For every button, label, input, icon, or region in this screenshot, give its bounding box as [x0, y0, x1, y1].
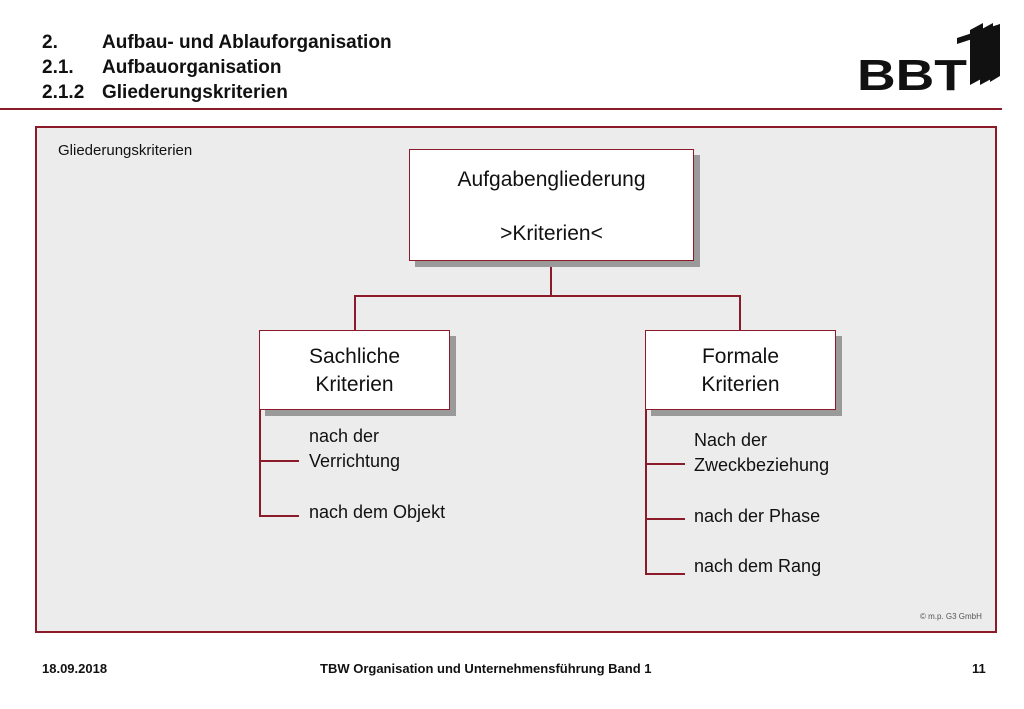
- left-criterion-2: nach dem Objekt: [309, 502, 446, 522]
- right-node-line1: Formale: [701, 345, 780, 368]
- formale-kriterien-box: Formale Kriterien: [645, 330, 836, 410]
- left-bracket-vertical: [259, 410, 261, 517]
- right-node-line2: Kriterien: [701, 373, 780, 396]
- connector-root-down: [550, 258, 552, 296]
- right-criterion-2: nach der Phase: [694, 506, 821, 526]
- footer-date: 18.09.2018: [42, 661, 108, 676]
- right-bracket-tick-2: [645, 518, 685, 520]
- sachliche-kriterien-box: Sachliche Kriterien: [259, 330, 450, 410]
- right-criterion-3: nach dem Rang: [694, 556, 822, 576]
- left-node-line2: Kriterien: [315, 373, 394, 396]
- left-bracket-tick-2: [259, 515, 299, 517]
- root-node-title: Aufgabengliederung: [457, 168, 646, 191]
- root-node-subtitle: >Kriterien<: [500, 222, 603, 245]
- diagram-caption: Gliederungskriterien: [58, 142, 193, 159]
- right-bracket-tick-3: [645, 573, 685, 575]
- section-heading-1: 2.Aufbau- und Ablauforganisation: [42, 32, 392, 53]
- left-node-line1: Sachliche: [308, 345, 401, 368]
- footer-page-number: 11: [972, 661, 986, 676]
- bbt-logo: BBT: [857, 23, 1000, 95]
- header-divider: [0, 108, 1002, 110]
- connector-left-down: [354, 295, 356, 332]
- left-criterion-1: nach der Verrichtung: [309, 426, 401, 471]
- root-node-box: Aufgabengliederung >Kriterien<: [409, 149, 694, 261]
- left-bracket-tick-1: [259, 460, 299, 462]
- right-criterion-1: Nach der Zweckbeziehung: [694, 430, 830, 475]
- footer-title: TBW Organisation und Unternehmensführung…: [320, 661, 652, 676]
- connector-horizontal: [354, 295, 741, 297]
- connector-right-down: [739, 295, 741, 332]
- section-heading-2: 2.1.Aufbauorganisation: [42, 57, 282, 78]
- copyright-note: © m.p. G3 GmbH: [920, 612, 982, 621]
- svg-text:BBT: BBT: [857, 51, 967, 95]
- right-bracket-tick-1: [645, 463, 685, 465]
- right-bracket-vertical: [645, 410, 647, 575]
